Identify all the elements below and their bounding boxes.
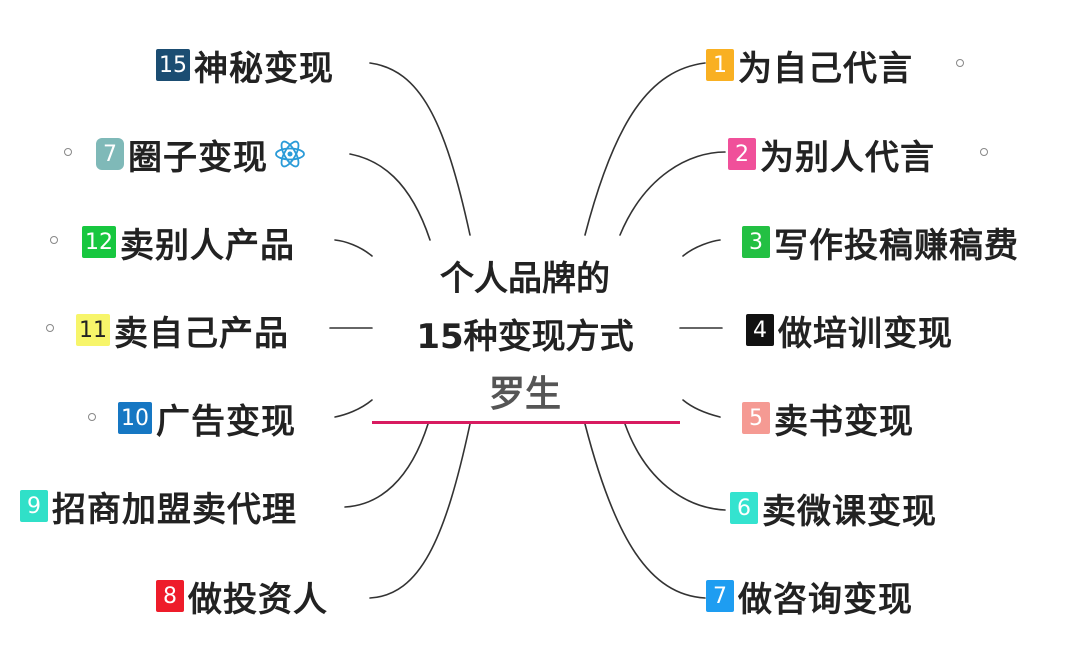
node-right-2[interactable]: 2 为别人代言 <box>728 134 935 178</box>
node-label: 圈子变现 <box>128 137 268 178</box>
number-badge: 2 <box>728 138 756 170</box>
number-badge: 5 <box>742 402 770 434</box>
collapse-dot-icon[interactable] <box>956 59 964 67</box>
node-left-9[interactable]: 9 招商加盟卖代理 <box>20 486 297 530</box>
node-label: 为自己代言 <box>738 48 913 89</box>
link-left-7 <box>349 153 431 241</box>
link-left-12 <box>334 239 373 257</box>
node-label: 卖自己产品 <box>114 313 289 354</box>
collapse-dot-icon[interactable] <box>50 236 58 244</box>
node-left-10[interactable]: 10 广告变现 <box>118 398 296 442</box>
central-topic-underline <box>372 421 680 424</box>
node-label: 广告变现 <box>156 401 296 442</box>
collapse-dot-icon[interactable] <box>46 324 54 332</box>
node-right-6[interactable]: 6 卖微课变现 <box>730 488 937 532</box>
node-label: 做投资人 <box>188 579 328 620</box>
node-label: 做咨询变现 <box>738 579 913 620</box>
number-badge: 12 <box>82 226 116 258</box>
link-right-5 <box>682 399 721 418</box>
number-badge: 7 <box>706 580 734 612</box>
link-left-15 <box>369 62 471 236</box>
atom-icon <box>275 140 305 168</box>
number-badge: 1 <box>706 49 734 81</box>
node-left-12[interactable]: 12 卖别人产品 <box>82 222 295 266</box>
node-left-11[interactable]: 11 卖自己产品 <box>76 310 289 354</box>
node-left-7[interactable]: 7 圈子变现 <box>96 134 306 178</box>
link-right-7 <box>584 423 706 599</box>
central-topic-line2: 15种变现方式 <box>416 317 634 357</box>
node-label: 为别人代言 <box>760 137 935 178</box>
link-left-9 <box>344 423 429 508</box>
number-badge: 15 <box>156 49 190 81</box>
link-right-6 <box>624 423 726 511</box>
node-right-5[interactable]: 5 卖书变现 <box>742 398 914 442</box>
number-badge: 11 <box>76 314 110 346</box>
node-right-4[interactable]: 4 做培训变现 <box>746 310 953 354</box>
node-right-7[interactable]: 7 做咨询变现 <box>706 576 913 620</box>
number-badge: 3 <box>742 226 770 258</box>
collapse-dot-icon[interactable] <box>64 148 72 156</box>
central-topic[interactable]: 个人品牌的 15种变现方式 罗生 <box>370 250 680 424</box>
node-label: 写作投稿赚稿费 <box>774 225 1019 266</box>
node-left-15[interactable]: 15 神秘变现 <box>156 45 334 89</box>
number-badge: 4 <box>746 314 774 346</box>
node-right-3[interactable]: 3 写作投稿赚稿费 <box>742 222 1019 266</box>
link-left-8 <box>369 423 471 599</box>
node-label: 卖别人产品 <box>120 225 295 266</box>
collapse-dot-icon[interactable] <box>88 413 96 421</box>
node-label: 卖微课变现 <box>762 491 937 532</box>
author-name: 罗生 <box>488 374 561 415</box>
collapse-dot-icon[interactable] <box>980 148 988 156</box>
link-right-1 <box>584 62 706 236</box>
link-right-3 <box>682 239 721 257</box>
node-label: 招商加盟卖代理 <box>52 489 297 530</box>
link-left-10 <box>334 399 373 418</box>
node-left-8[interactable]: 8 做投资人 <box>156 576 328 620</box>
node-label: 神秘变现 <box>194 48 334 89</box>
link-right-2 <box>619 151 726 236</box>
central-topic-line1: 个人品牌的 <box>440 259 610 299</box>
node-label: 做培训变现 <box>778 313 953 354</box>
number-badge: 6 <box>730 492 758 524</box>
node-right-1[interactable]: 1 为自己代言 <box>706 45 913 89</box>
number-badge: 10 <box>118 402 152 434</box>
number-badge: 7 <box>96 138 124 170</box>
number-badge: 9 <box>20 490 48 522</box>
number-badge: 8 <box>156 580 184 612</box>
node-label: 卖书变现 <box>774 401 914 442</box>
